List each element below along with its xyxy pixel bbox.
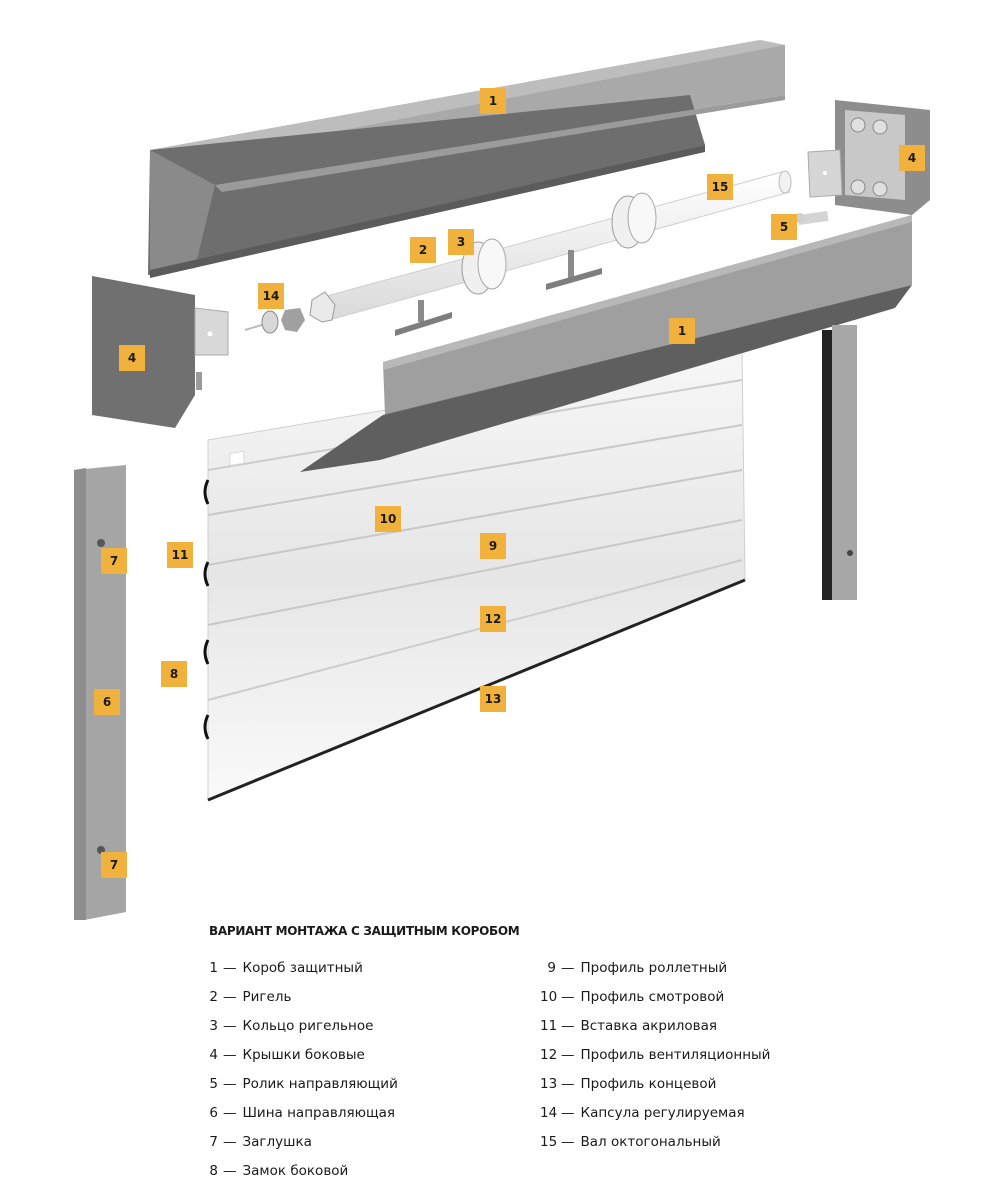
badge-part-14: 14 [258,283,284,309]
legend-item: 7—Заглушка [209,1134,312,1150]
legend-column-left: 1—Короб защитный 2—Ригель 3—Кольцо ригел… [209,960,398,1192]
legend-item: 3—Кольцо ригельное [209,1018,374,1034]
badge-part-15: 15 [707,174,733,200]
rigel-rings [461,192,657,295]
side-cap-right [807,100,930,215]
badge-part-11: 11 [167,542,193,568]
exploded-diagram: 1 1 2 3 4 4 5 6 7 7 8 9 10 11 12 13 14 1… [74,40,930,922]
legend-title: ВАРИАНТ МОНТАЖА С ЗАЩИТНЫМ КОРОБОМ [209,924,520,938]
box-cover-front [300,215,912,472]
badge-part-6: 6 [94,689,120,715]
badge-part-4: 4 [119,345,145,371]
legend-item: 1—Короб защитный [209,960,363,976]
rigel-brackets [395,250,602,336]
legend-item: 10—Профиль смотровой [540,989,725,1005]
legend-item: 8—Замок боковой [209,1163,349,1179]
badge-part-7: 7 [101,852,127,878]
legend-item: 9—Профиль роллетный [547,960,728,976]
badge-part-3: 3 [448,229,474,255]
legend-item: 5—Ролик направляющий [209,1076,398,1092]
badge-part-12: 12 [480,606,506,632]
badge-part-4: 4 [899,145,925,171]
legend-item: 2—Ригель [209,989,292,1005]
badge-part-1: 1 [480,88,506,114]
legend-item: 11—Вставка акриловая [540,1018,718,1034]
roller-shutter-illustration [74,40,930,922]
legend-item: 12—Профиль вентиляционный [540,1047,771,1063]
badge-part-7: 7 [101,548,127,574]
badge-part-5: 5 [771,214,797,240]
badge-part-8: 8 [161,661,187,687]
badge-part-2: 2 [410,237,436,263]
legend-item: 6—Шина направляющая [209,1105,396,1121]
badge-part-1: 1 [669,318,695,344]
legend-column-right: 9—Профиль роллетный 10—Профиль смотровой… [540,960,770,1163]
legend-item: 14—Капсула регулируемая [540,1105,745,1121]
badge-part-9: 9 [480,533,506,559]
legend-item: 13—Профиль концевой [540,1076,717,1092]
box-cover-top [148,40,785,278]
guide-roller [795,210,829,226]
legend-item: 15—Вал октогональный [540,1134,721,1150]
guide-rail-right [822,325,857,600]
legend-item: 4—Крышки боковые [209,1047,365,1063]
badge-part-10: 10 [375,506,401,532]
badge-part-13: 13 [480,686,506,712]
side-cap-left [92,276,229,428]
adjustable-capsule [244,308,305,334]
